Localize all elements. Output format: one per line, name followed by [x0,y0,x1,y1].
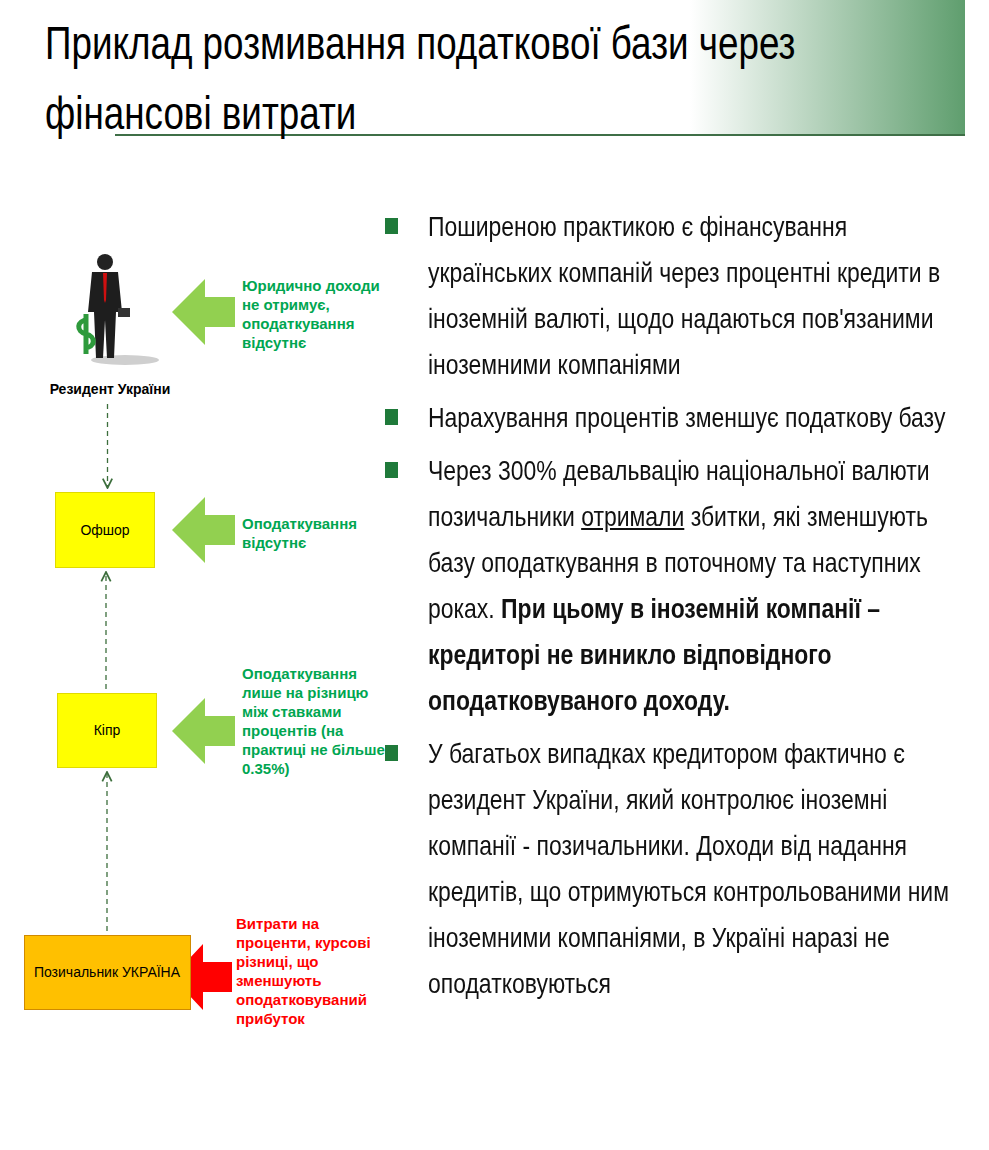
arrow-note: Юридично доходи не отримує, оподаткуванн… [242,276,392,352]
person-icon [30,250,190,400]
bullet-item: У багатьох випадках кредитором фактично … [428,731,969,1007]
dashed-connector [107,404,108,488]
block-arrow [172,698,235,764]
arrow-note: Витрати на проценти, курсові різниці, що… [236,914,386,1028]
bullet-square [385,409,398,425]
bullet-square [385,462,398,478]
block-arrow [172,279,235,345]
dashed-connector [106,772,107,931]
bullet-square [385,218,398,234]
node-text: Позичальник УКРАЇНА [30,960,184,985]
bullet-text: Поширеною практикою є фінансування украї… [428,211,940,380]
bullet-text: отримали [581,501,684,532]
node-text: Офшор [76,518,133,543]
entity-box: Кіпр [57,693,157,768]
bullet-text: Нарахування процентів зменшує податкову … [428,402,945,433]
person-node: Резидент України [30,250,190,400]
entity-box: Офшор [55,492,155,568]
bullet-item: Нарахування процентів зменшує податкову … [428,395,969,441]
bullet-item: Через 300% девальвацію національної валю… [428,448,969,724]
arrow-note: Оподаткування лише на різницю між ставка… [242,664,392,778]
dashed-connector [105,572,106,689]
bullet-list: Поширеною практикою є фінансування украї… [428,204,969,1014]
bullet-text: При цьому в іноземній компанії – кредито… [428,593,880,716]
block-arrow [172,497,235,563]
node-text: Резидент України [50,381,171,400]
entity-box: Позичальник УКРАЇНА [24,935,191,1010]
slide-title: Приклад розмивання податкової бази через… [45,8,909,148]
bullet-text: У багатьох випадках кредитором фактично … [428,738,949,999]
arrow-note: Оподаткування відсутнє [242,514,392,552]
node-text: Кіпр [90,718,125,743]
bullet-square [385,745,398,761]
bullet-item: Поширеною практикою є фінансування украї… [428,204,969,388]
